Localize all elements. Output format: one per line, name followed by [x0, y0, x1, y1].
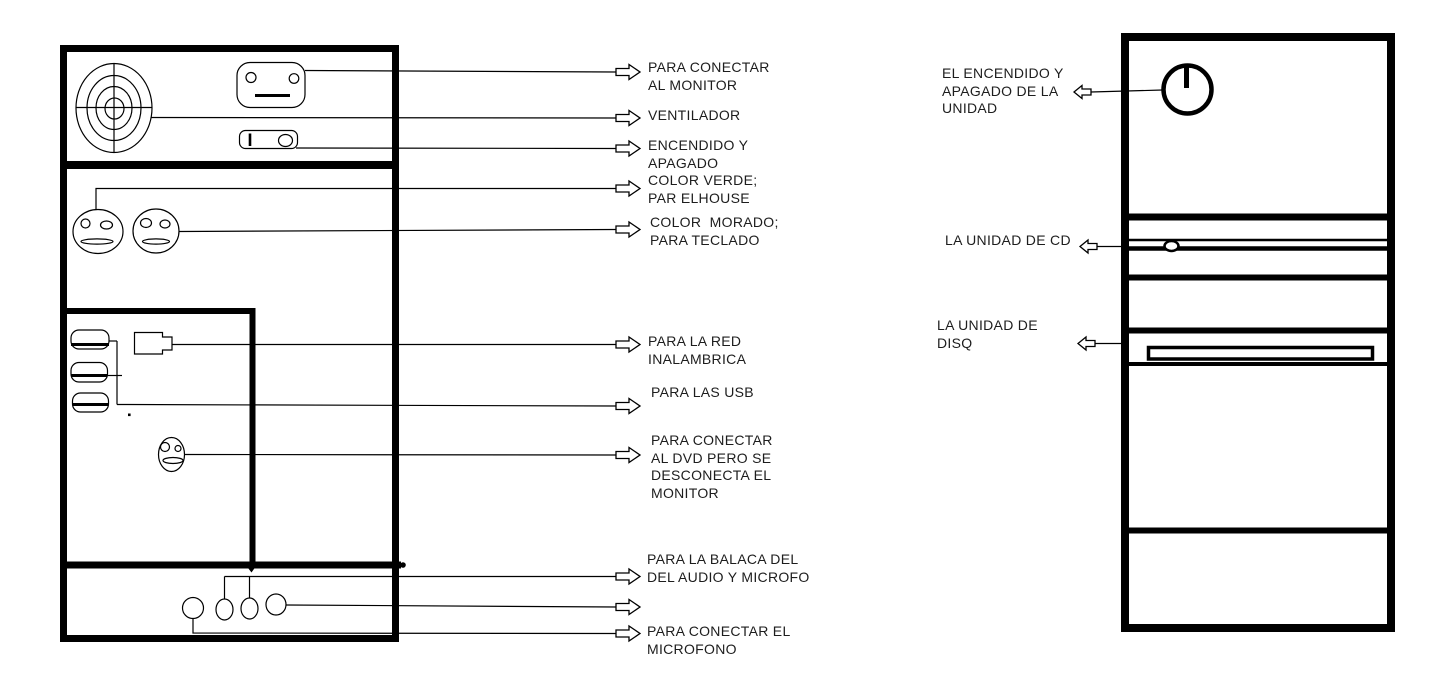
callout-lines — [1090, 89, 1163, 345]
audio-jack-icon — [181, 596, 205, 620]
callout-arrow-right-icon — [615, 446, 641, 464]
divider-end-dot — [400, 562, 406, 568]
power-button-icon — [1161, 63, 1214, 116]
audio-jack-icon — [265, 593, 287, 616]
label-usb: PARA LAS USB — [651, 384, 754, 400]
usb-bus-lines — [107, 340, 131, 417]
label-microphone: PARA CONECTAR EL MICROFONO — [647, 623, 791, 657]
callout-arrow-right-icon — [615, 221, 641, 238]
dvd-connector-icon — [157, 436, 186, 473]
label-power-switch: ENCENDIDO Y APAGADO — [648, 137, 749, 171]
label-purple-port: COLOR MORADO; PARA TECLADO — [650, 214, 779, 248]
usb-port-icon — [70, 329, 110, 350]
ps2-green-port-icon — [72, 208, 124, 255]
front-panel-diagram — [1073, 33, 1395, 632]
callout-arrow-right-icon — [615, 336, 641, 353]
callout-arrow-left-icon — [1073, 84, 1092, 100]
label-audio: PARA LA BALACA DEL DEL AUDIO Y MICROFO — [647, 551, 810, 585]
monitor-connector-icon — [236, 61, 306, 109]
callout-arrow-right-icon — [615, 109, 641, 127]
label-wireless: PARA LA RED INALAMBRICA — [648, 333, 747, 367]
ps2-purple-port-icon — [132, 208, 180, 254]
callout-arrows — [615, 63, 641, 642]
junction-mark — [246, 566, 256, 573]
callout-arrow-right-icon — [615, 568, 641, 585]
back-panel-diagram — [60, 45, 641, 642]
audio-jack-icon — [240, 597, 259, 620]
callout-arrow-right-icon — [615, 397, 641, 415]
tower-outline — [1121, 33, 1395, 632]
usb-port-icon — [71, 392, 110, 413]
callout-arrow-right-icon — [615, 598, 641, 616]
label-dvd: PARA CONECTAR AL DVD PERO SE DESCONECTA … — [651, 432, 773, 501]
label-green-port: COLOR VERDE; PAR ELHOUSE — [648, 172, 758, 206]
callout-lines — [95, 69, 617, 635]
callout-arrow-left-icon — [1079, 239, 1098, 254]
cd-eject-button-icon — [1163, 239, 1180, 253]
callout-arrow-right-icon — [615, 140, 641, 157]
audio-jack-icon — [215, 598, 234, 621]
callout-arrows — [1073, 84, 1098, 351]
label-floppy-drive: LA UNIDAD DE DISQ — [937, 317, 1038, 351]
label-power-button: EL ENCENDIDO Y APAGADO DE LA UNIDAD — [942, 65, 1064, 116]
callout-arrow-right-icon — [615, 180, 641, 197]
fan-icon — [75, 62, 153, 154]
power-switch-icon — [238, 129, 299, 150]
callout-arrow-right-icon — [615, 625, 641, 642]
callout-arrow-right-icon — [615, 63, 641, 81]
label-cd-drive: LA UNIDAD DE CD — [945, 232, 1071, 248]
back-panel-outline — [60, 45, 399, 642]
network-port-icon — [133, 331, 173, 355]
label-monitor: PARA CONECTAR AL MONITOR — [648, 59, 770, 93]
tower-bay-lines — [1129, 213, 1387, 534]
callout-arrow-left-icon — [1077, 336, 1096, 351]
label-fan: VENTILADOR — [648, 107, 741, 123]
floppy-slot-icon — [1146, 345, 1375, 361]
usb-port-icon — [70, 361, 109, 383]
